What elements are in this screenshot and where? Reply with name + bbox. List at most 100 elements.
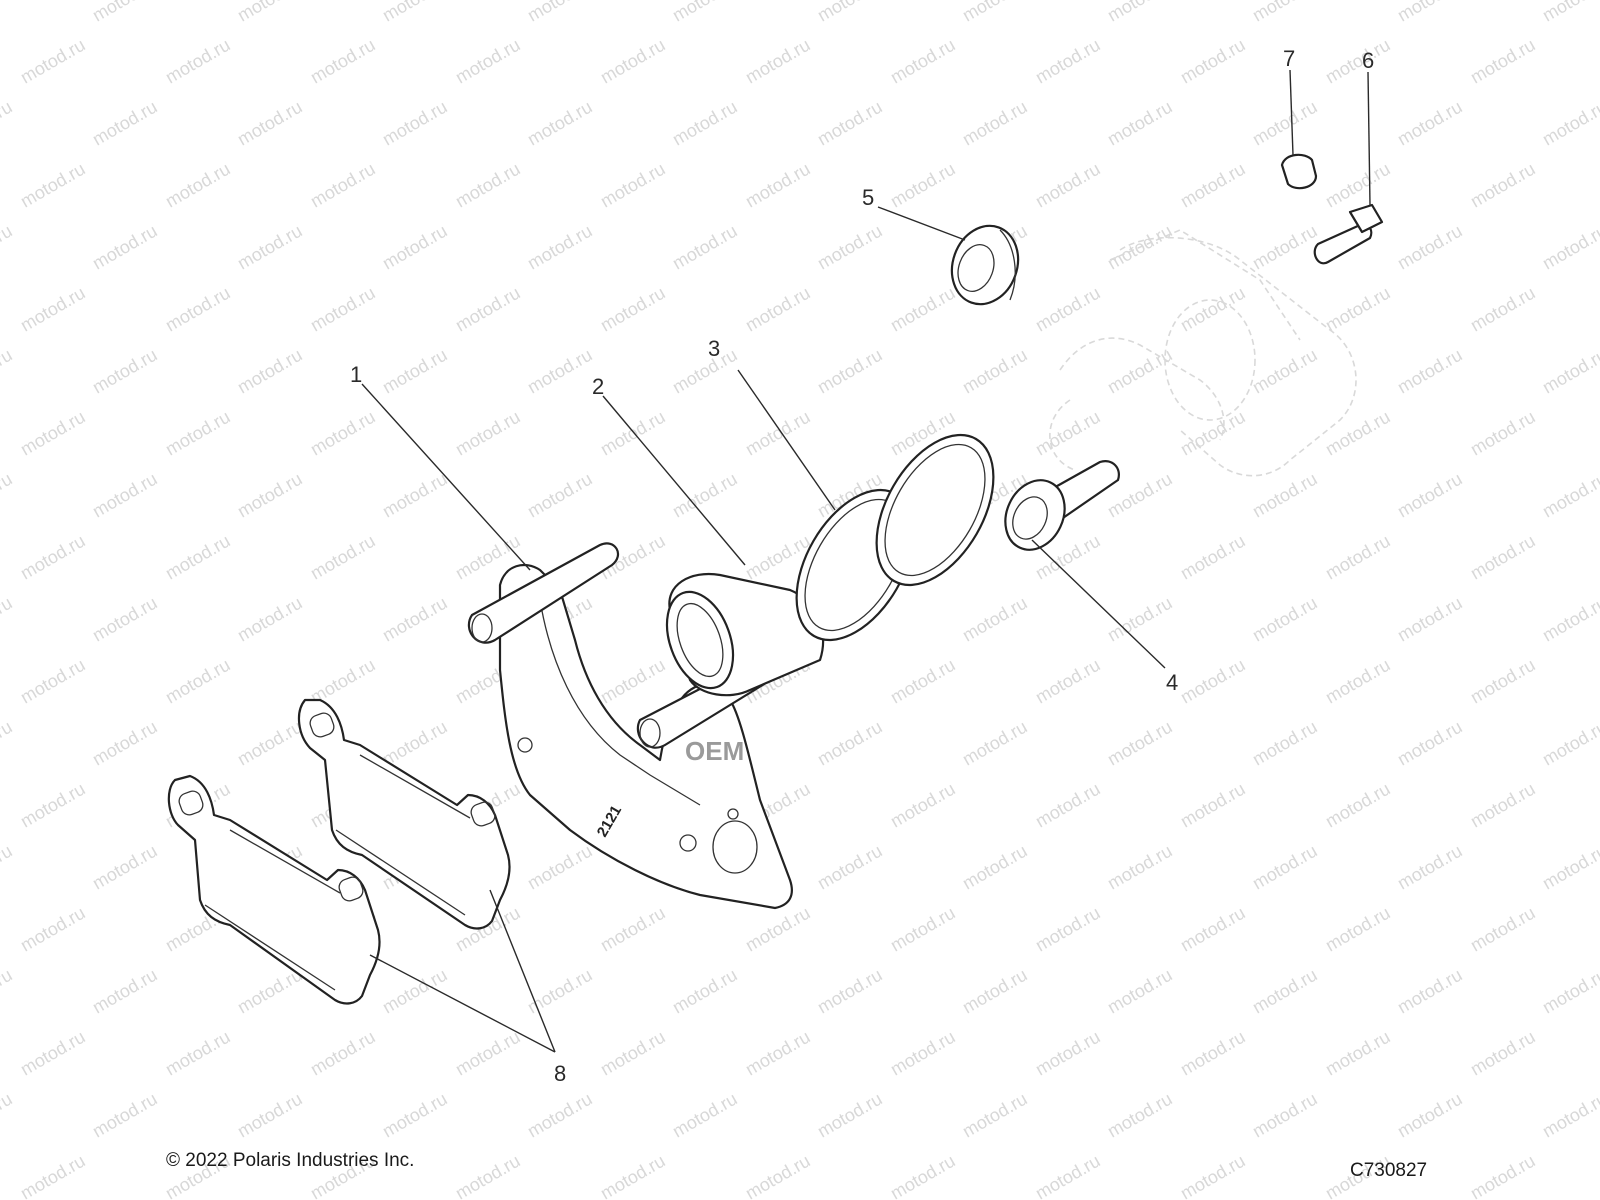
watermark-text: motod.ru <box>1394 717 1466 770</box>
watermark-text: motod.ru <box>162 35 234 88</box>
watermark-text: motod.ru <box>234 469 306 522</box>
watermark-text: motod.ru <box>1032 1151 1104 1200</box>
callout-4: 4 <box>1166 670 1178 695</box>
callout-3: 3 <box>708 336 720 361</box>
watermark-text: motod.ru <box>452 283 524 336</box>
watermark-text: motod.ru <box>669 97 741 150</box>
watermark-text: motod.ru <box>1467 1027 1539 1080</box>
watermark-text: motod.ru <box>1322 903 1394 956</box>
watermark-text: motod.ru <box>1032 283 1104 336</box>
watermark-text: motod.ru <box>1539 593 1600 646</box>
watermark-text: motod.ru <box>17 1027 89 1080</box>
watermark-text: motod.ru <box>1249 0 1321 25</box>
watermark-text: motod.ru <box>452 407 524 460</box>
watermark-text: motod.ru <box>234 97 306 150</box>
watermark-text: motod.ru <box>1394 345 1466 398</box>
watermark-text: motod.ru <box>89 1089 161 1142</box>
watermark-text: motod.ru <box>1322 35 1394 88</box>
watermark-text: motod.ru <box>17 531 89 584</box>
piston-seal-inner <box>875 433 995 587</box>
watermark-text: motod.ru <box>1467 531 1539 584</box>
watermark-text: motod.ru <box>1467 159 1539 212</box>
watermark-text: motod.ru <box>669 965 741 1018</box>
watermark-text: motod.ru <box>1177 159 1249 212</box>
watermark-text: motod.ru <box>959 0 1031 25</box>
watermark-text: motod.ru <box>1539 469 1600 522</box>
watermark-text: motod.ru <box>1177 1151 1249 1200</box>
watermark-text: motod.ru <box>524 0 596 25</box>
watermark-text: motod.ru <box>887 159 959 212</box>
watermark-text: motod.ru <box>1467 903 1539 956</box>
watermark-text: motod.ru <box>959 717 1031 770</box>
watermark-text: motod.ru <box>597 159 669 212</box>
watermark-text: motod.ru <box>17 283 89 336</box>
watermark-text: motod.ru <box>1394 0 1466 25</box>
watermark-text: motod.ru <box>669 345 741 398</box>
watermark-text: motod.ru <box>17 779 89 832</box>
watermark-text: motod.ru <box>814 0 886 25</box>
watermark-text: motod.ru <box>814 345 886 398</box>
watermark-text: motod.ru <box>89 221 161 274</box>
callout-1: 1 <box>350 362 362 387</box>
watermark-text: motod.ru <box>1032 1027 1104 1080</box>
watermark-text: motod.ru <box>597 407 669 460</box>
watermark-text: motod.ru <box>89 717 161 770</box>
watermark-text: motod.ru <box>452 35 524 88</box>
watermark-text: motod.ru <box>1177 779 1249 832</box>
watermark-text: motod.ru <box>17 407 89 460</box>
callout-5: 5 <box>862 185 874 210</box>
watermark-text: motod.ru <box>887 655 959 708</box>
watermark-text: motod.ru <box>0 97 16 150</box>
watermark-text: motod.ru <box>1394 469 1466 522</box>
watermark-text: motod.ru <box>1177 1027 1249 1080</box>
watermark-text: motod.ru <box>524 97 596 150</box>
watermark-text: motod.ru <box>162 1027 234 1080</box>
watermark-text: motod.ru <box>1104 97 1176 150</box>
watermark-text: motod.ru <box>89 0 161 25</box>
watermark-text: motod.ru <box>1032 779 1104 832</box>
watermark-text: motod.ru <box>1322 779 1394 832</box>
watermark-text: motod.ru <box>1467 35 1539 88</box>
watermark-text: motod.ru <box>669 469 741 522</box>
watermark-text: motod.ru <box>1467 283 1539 336</box>
watermark-text: motod.ru <box>1249 1089 1321 1142</box>
watermark-text: motod.ru <box>0 717 16 770</box>
watermark-text: motod.ru <box>1394 965 1466 1018</box>
watermark-text: motod.ru <box>1539 841 1600 894</box>
watermark-text: motod.ru <box>379 0 451 25</box>
watermark-text: motod.ru <box>1394 593 1466 646</box>
watermark-text: motod.ru <box>307 283 379 336</box>
watermark-text: motod.ru <box>379 221 451 274</box>
watermark-text: motod.ru <box>307 1027 379 1080</box>
watermark-text: motod.ru <box>1032 159 1104 212</box>
watermark-text: motod.ru <box>379 593 451 646</box>
watermark-text: motod.ru <box>379 345 451 398</box>
watermark-text: motod.ru <box>814 221 886 274</box>
watermark-text: motod.ru <box>307 531 379 584</box>
watermark-text: motod.ru <box>1539 345 1600 398</box>
watermark-text: motod.ru <box>1539 221 1600 274</box>
watermark-text: motod.ru <box>1249 97 1321 150</box>
watermark-text: motod.ru <box>1467 1151 1539 1200</box>
watermark-text: motod.ru <box>1322 531 1394 584</box>
watermark-text: motod.ru <box>379 1089 451 1142</box>
watermark-text: motod.ru <box>17 655 89 708</box>
watermark-text: motod.ru <box>1539 97 1600 150</box>
watermark-text: motod.ru <box>379 717 451 770</box>
watermark-text: motod.ru <box>162 655 234 708</box>
watermark-text: motod.ru <box>0 221 16 274</box>
watermark-text: motod.ru <box>1467 407 1539 460</box>
watermark-text: motod.ru <box>1322 159 1394 212</box>
watermark-text: motod.ru <box>307 407 379 460</box>
watermark-text: motod.ru <box>887 1027 959 1080</box>
watermark-text: motod.ru <box>959 1089 1031 1142</box>
watermark-text: motod.ru <box>887 35 959 88</box>
caliper-body-ghost <box>1049 229 1357 477</box>
watermark-text: motod.ru <box>0 965 16 1018</box>
watermark-text: motod.ru <box>742 159 814 212</box>
watermark-text: motod.ru <box>1177 531 1249 584</box>
watermark-text: motod.ru <box>814 717 886 770</box>
watermark-text: motod.ru <box>887 903 959 956</box>
watermark-text: motod.ru <box>1539 717 1600 770</box>
